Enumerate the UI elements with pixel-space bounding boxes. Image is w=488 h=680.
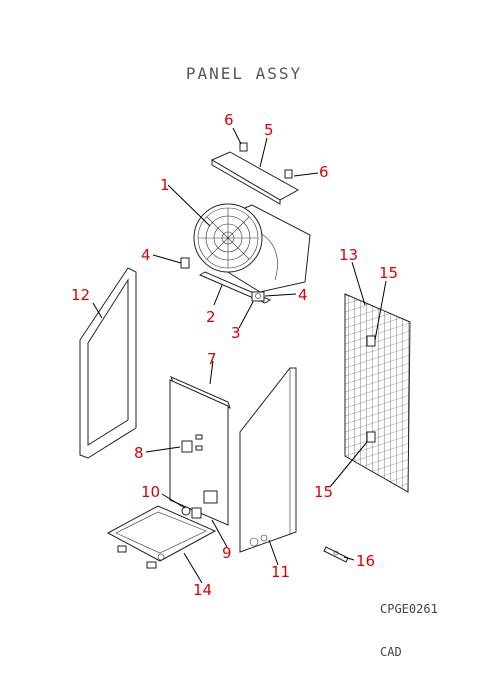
clip-right (284, 169, 293, 179)
drawing-code: CPGE0261 (380, 602, 438, 616)
rear-grille (344, 293, 411, 493)
screw (323, 546, 349, 563)
callout-1: 1 (160, 176, 170, 194)
top-bracket (210, 151, 300, 205)
cad-label: CAD (380, 645, 402, 659)
callout-6: 6 (224, 111, 234, 129)
motor-bracket (251, 291, 265, 302)
callout-16: 16 (356, 552, 375, 570)
callout-8: 8 (134, 444, 144, 462)
callout-14: 14 (193, 581, 212, 599)
side-bracket (180, 257, 190, 269)
callout-15: 15 (379, 264, 398, 282)
callout-6: 6 (319, 163, 329, 181)
gasket-frame (79, 267, 137, 459)
callout-11: 11 (271, 563, 290, 581)
callout-15: 15 (314, 483, 333, 501)
callout-9: 9 (222, 544, 232, 562)
callout-4: 4 (298, 286, 308, 304)
control-panel (169, 376, 231, 526)
callout-2: 2 (206, 308, 216, 326)
leader-lines (92, 127, 387, 584)
callout-10: 10 (141, 483, 160, 501)
callout-4: 4 (141, 246, 151, 264)
clip-left (239, 142, 248, 152)
base-tray (106, 505, 217, 569)
callout-numbers: 6 5 6 1 4 2 3 4 13 15 12 7 8 10 9 11 15 … (71, 111, 398, 599)
callout-7: 7 (207, 350, 217, 368)
callout-12: 12 (71, 286, 90, 304)
callout-5: 5 (264, 121, 274, 139)
callout-13: 13 (339, 246, 358, 264)
callout-3: 3 (231, 324, 241, 342)
diagram-title: PANEL ASSY (185, 64, 303, 83)
fan-assembly (193, 203, 311, 293)
side-panel (239, 367, 297, 553)
